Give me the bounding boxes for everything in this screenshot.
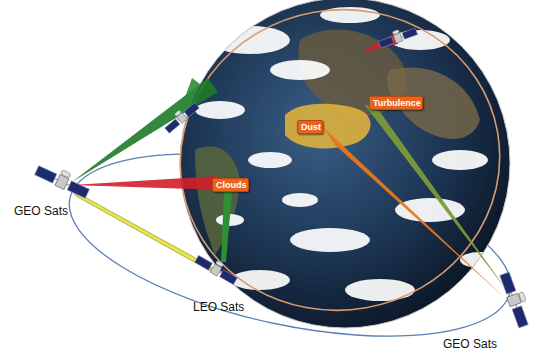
tag-text: Dust [301,122,322,133]
satellite-label: GEO Sats [443,337,497,351]
effect-tag: Clouds [212,178,249,192]
satellite-label: LEO Sats [193,300,244,314]
satellite-label: GEO Sats [14,204,68,218]
effect-tag: Dust [297,120,323,134]
tag-text: Clouds [216,180,248,191]
effect-tag: Turbulence [369,96,423,110]
tag-text: Turbulence [373,98,422,109]
